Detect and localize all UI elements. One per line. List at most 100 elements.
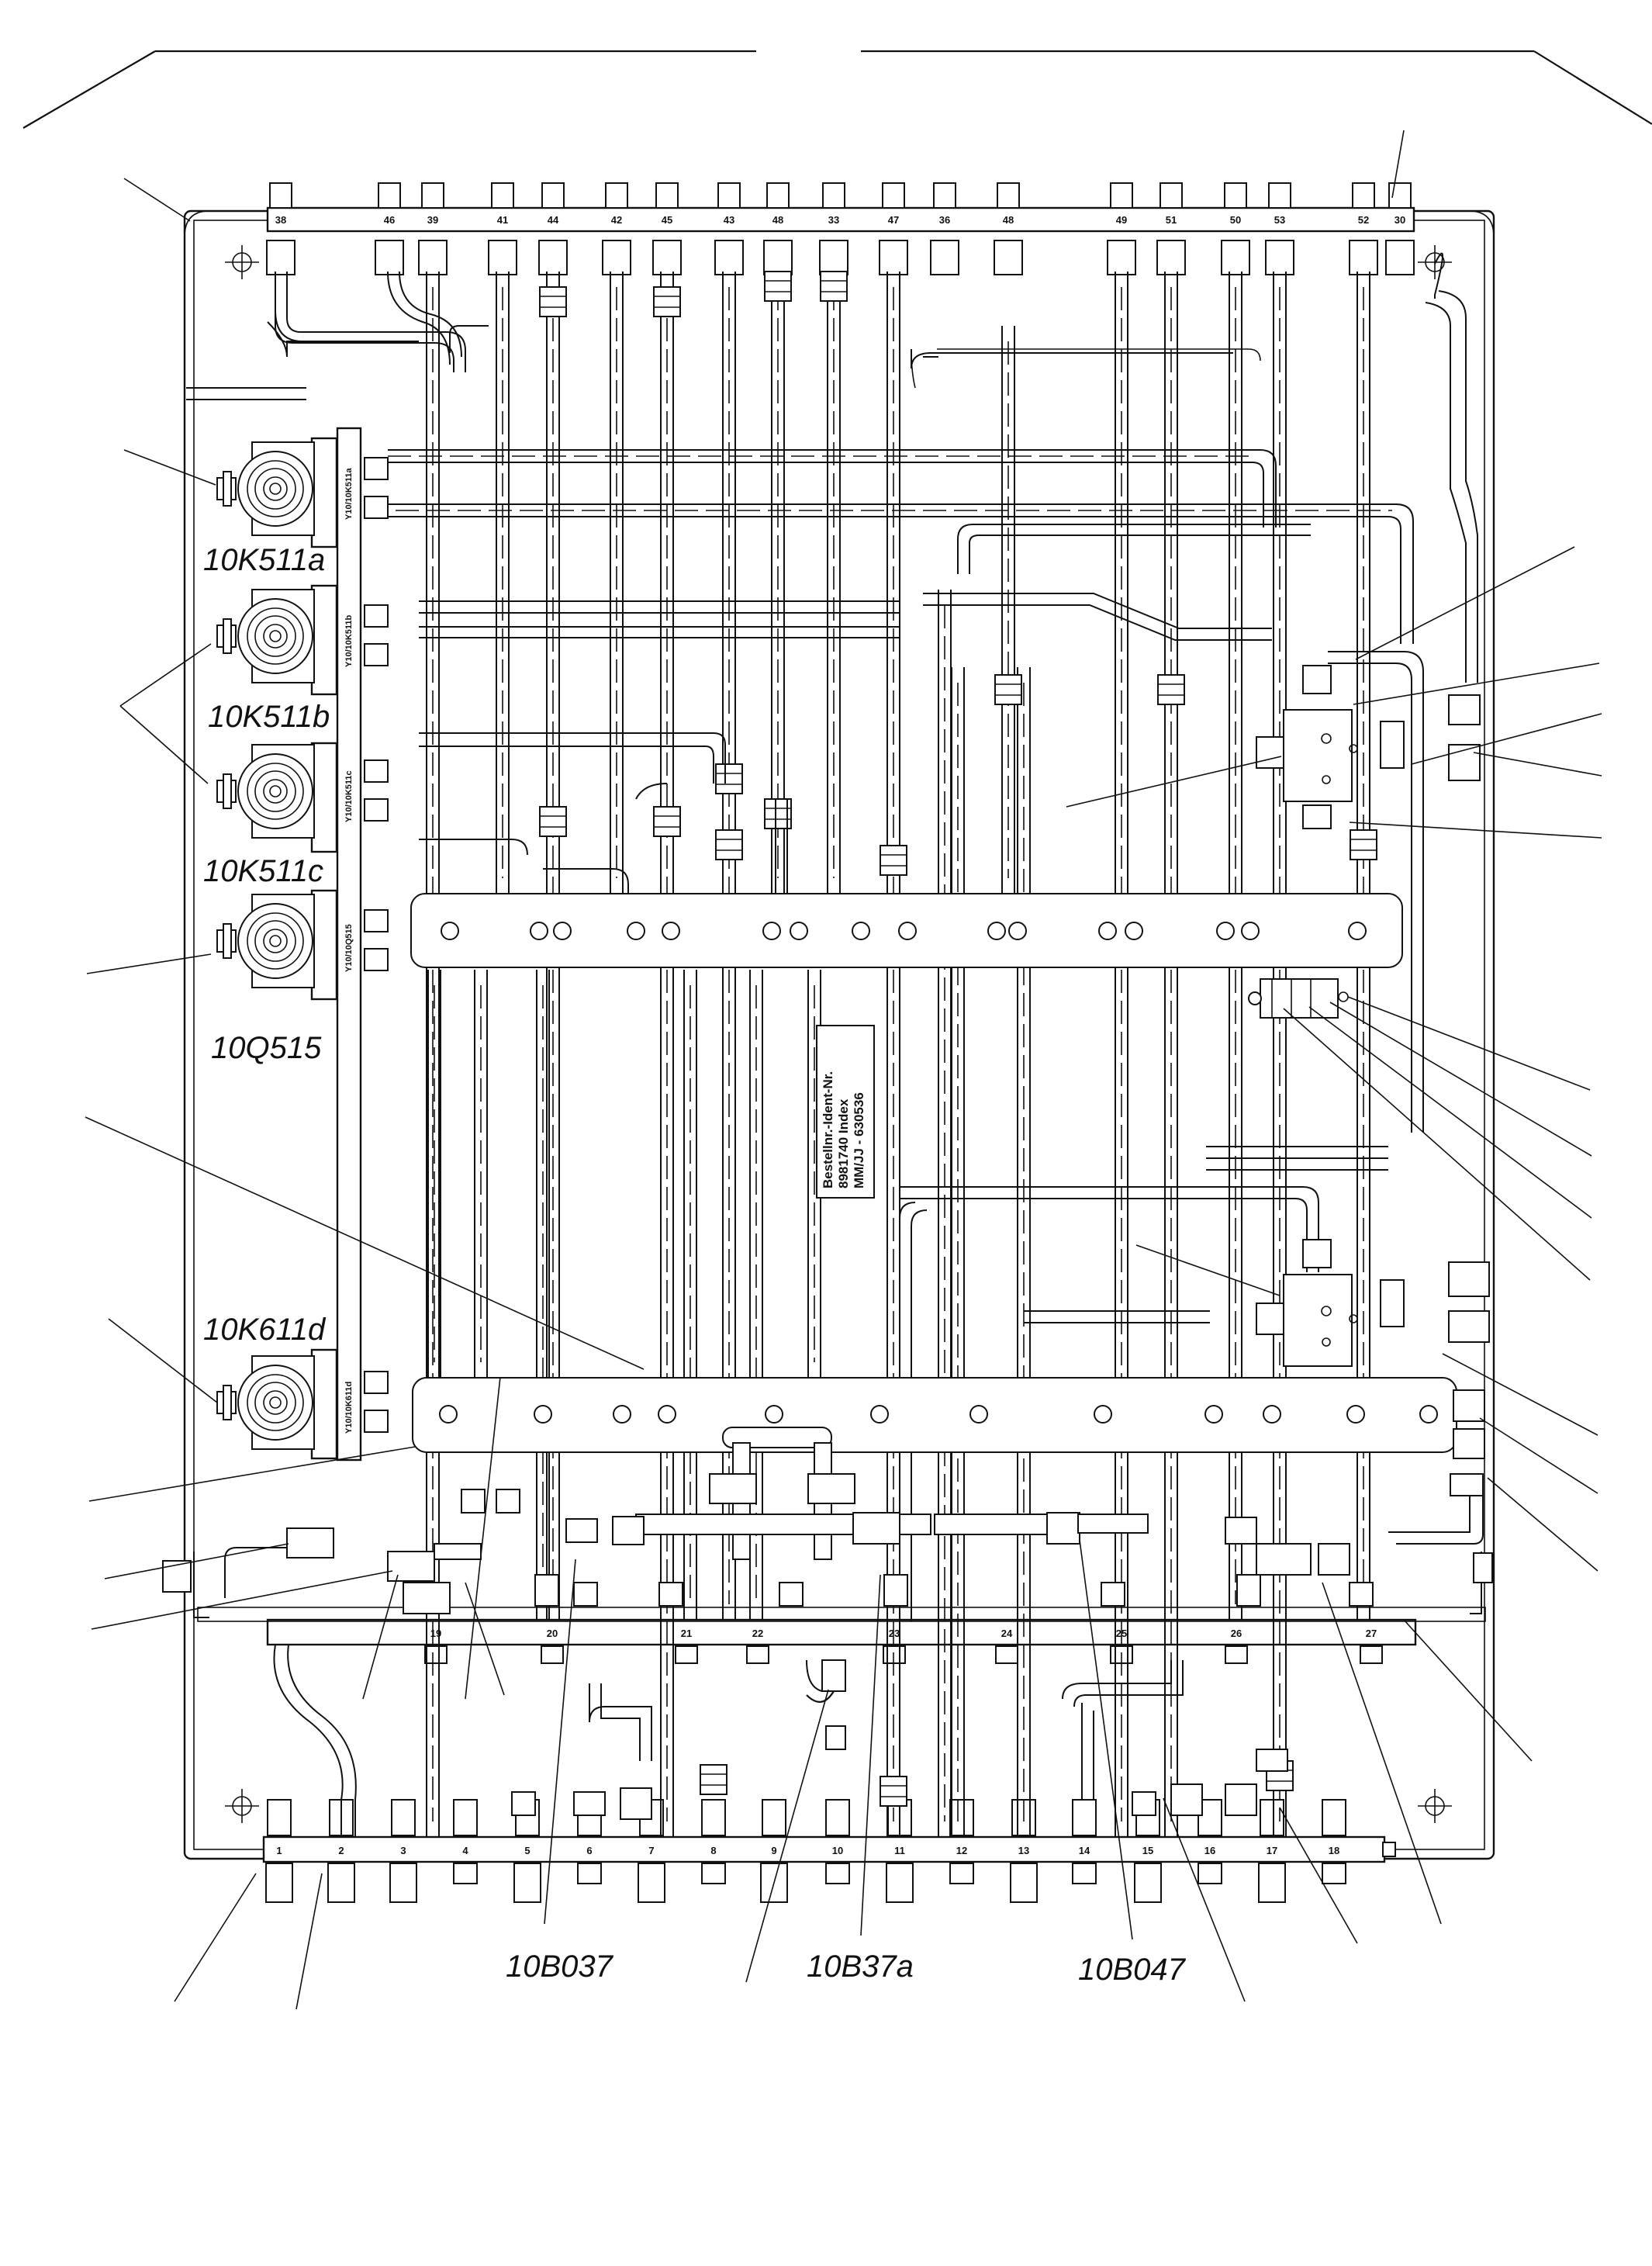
callout-labels: 10K511a 10K511b 10K511c 10Q515 10K611d 1…: [203, 543, 1187, 1987]
pipe-fitting: [653, 286, 681, 317]
bracket-hole: [553, 922, 572, 940]
right-side-fittings: [1380, 694, 1490, 1496]
top-port: 39: [418, 182, 448, 275]
middle-port-label: 19: [430, 1628, 441, 1639]
bottom-port-label: 18: [1329, 1845, 1339, 1856]
middle-port-label: 20: [547, 1628, 558, 1639]
bracket-hole: [762, 922, 781, 940]
pipe-fitting: [994, 674, 1022, 705]
vertical-pipe: [1115, 272, 1128, 1837]
bracket-hole: [765, 1405, 783, 1424]
callout-10B37a: 10B37a: [807, 1949, 914, 1984]
top-port-label: 48: [1003, 214, 1014, 226]
bracket-hole: [1348, 922, 1367, 940]
callout-10K511c: 10K511c: [203, 854, 323, 888]
bottom-port-label: 6: [586, 1845, 592, 1856]
pipe-fitting: [715, 829, 743, 860]
bottom-port-label: 3: [400, 1845, 406, 1856]
top-port: 36: [930, 182, 959, 275]
bottom-port-label: 8: [710, 1845, 716, 1856]
vertical-pipe: [1164, 272, 1178, 1837]
middle-port-label: 27: [1366, 1628, 1377, 1639]
vertical-pipe: [496, 272, 510, 894]
top-port: 30: [1385, 182, 1415, 275]
top-port-label: 47: [888, 214, 899, 226]
callout-10B047: 10B047: [1078, 1953, 1187, 1987]
top-port-label: 36: [939, 214, 950, 226]
top-port-label: 51: [1166, 214, 1177, 226]
bottom-port-label: 17: [1267, 1845, 1277, 1856]
top-port: 46: [375, 182, 404, 275]
bracket-hole: [1204, 1405, 1223, 1424]
top-port-label: 49: [1116, 214, 1127, 226]
middle-port: 21: [675, 1628, 698, 1664]
top-port: 48: [763, 182, 793, 275]
bracket-hole: [1008, 922, 1027, 940]
bottom-port-label: 4: [462, 1845, 468, 1856]
bottom-port: 4: [453, 1799, 478, 1884]
middle-port: 22: [746, 1628, 769, 1664]
top-port-label: 42: [611, 214, 622, 226]
bottom-port-label: 13: [1018, 1845, 1029, 1856]
valve-label: Y10/10K611d: [344, 1382, 354, 1434]
bottom-port-label: 2: [338, 1845, 344, 1856]
bottom-port-label: 15: [1142, 1845, 1153, 1856]
vertical-pipe: [771, 272, 785, 894]
top-port: 51: [1156, 182, 1186, 275]
bracket-hole: [439, 1405, 458, 1424]
bracket-holes: [439, 922, 1438, 1424]
top-port: 47: [879, 182, 908, 275]
middle-port-label: 26: [1231, 1628, 1242, 1639]
top-port-label: 39: [427, 214, 438, 226]
bracket-hole: [534, 1405, 552, 1424]
pipe-fitting: [539, 286, 567, 317]
vertical-pipe: [951, 667, 965, 1837]
bracket-hole: [969, 1405, 988, 1424]
middle-port-label: 24: [1001, 1628, 1013, 1639]
callout-10K511a: 10K511a: [203, 543, 325, 577]
bracket-hole: [790, 922, 808, 940]
solenoid-coil: [216, 744, 389, 839]
valve-label: Y10/10K511b: [344, 614, 354, 667]
valve-manifold-bank: [310, 427, 362, 1462]
top-port-label: 46: [384, 214, 395, 226]
top-port-label: 48: [772, 214, 783, 226]
vertical-pipe: [427, 970, 441, 1378]
bracket-hole: [627, 922, 645, 940]
bracket-hole: [987, 922, 1006, 940]
bottom-port: 3: [389, 1799, 417, 1903]
bracket-hole: [1125, 922, 1143, 940]
top-port: 48: [994, 182, 1023, 275]
middle-port-label: 22: [752, 1628, 763, 1639]
top-port-label: 44: [548, 214, 559, 226]
pipe-fitting: [880, 845, 907, 876]
pipe-fitting: [1157, 674, 1185, 705]
bottom-port-label: 1: [276, 1845, 282, 1856]
top-port-bar: [266, 206, 1415, 233]
valve-label: Y10/10Q515: [344, 924, 354, 972]
bracket-hole: [898, 922, 917, 940]
pipe-fitting: [700, 1764, 728, 1795]
back-plate-outline: [911, 348, 1261, 389]
valve-label: Y10/10K511c: [344, 770, 354, 822]
plate-line-1: Bestellnr.-Ident-Nr.: [821, 1071, 835, 1188]
identification-plate: Bestellnr.-Ident-Nr. 8981740 Index MM/JJ…: [816, 1025, 875, 1199]
middle-port-bar: [197, 1607, 1486, 1646]
pipe-fitting: [715, 763, 743, 794]
bottom-bend-pipes: [224, 1547, 1184, 1837]
bracket-hole: [530, 922, 548, 940]
callout-10K611d: 10K611d: [203, 1313, 327, 1347]
vertical-pipe: [474, 970, 488, 1378]
middle-port: 26: [1225, 1628, 1248, 1664]
middle-port: 27: [1360, 1628, 1383, 1664]
top-port-label: 30: [1395, 214, 1405, 226]
callout-10B037: 10B037: [506, 1949, 614, 1984]
vertical-pipe: [827, 272, 841, 894]
top-port-label: 50: [1230, 214, 1241, 226]
bracket-hole: [1346, 1405, 1365, 1424]
bracket-hole: [441, 922, 459, 940]
bottom-port-label: 10: [832, 1845, 843, 1856]
